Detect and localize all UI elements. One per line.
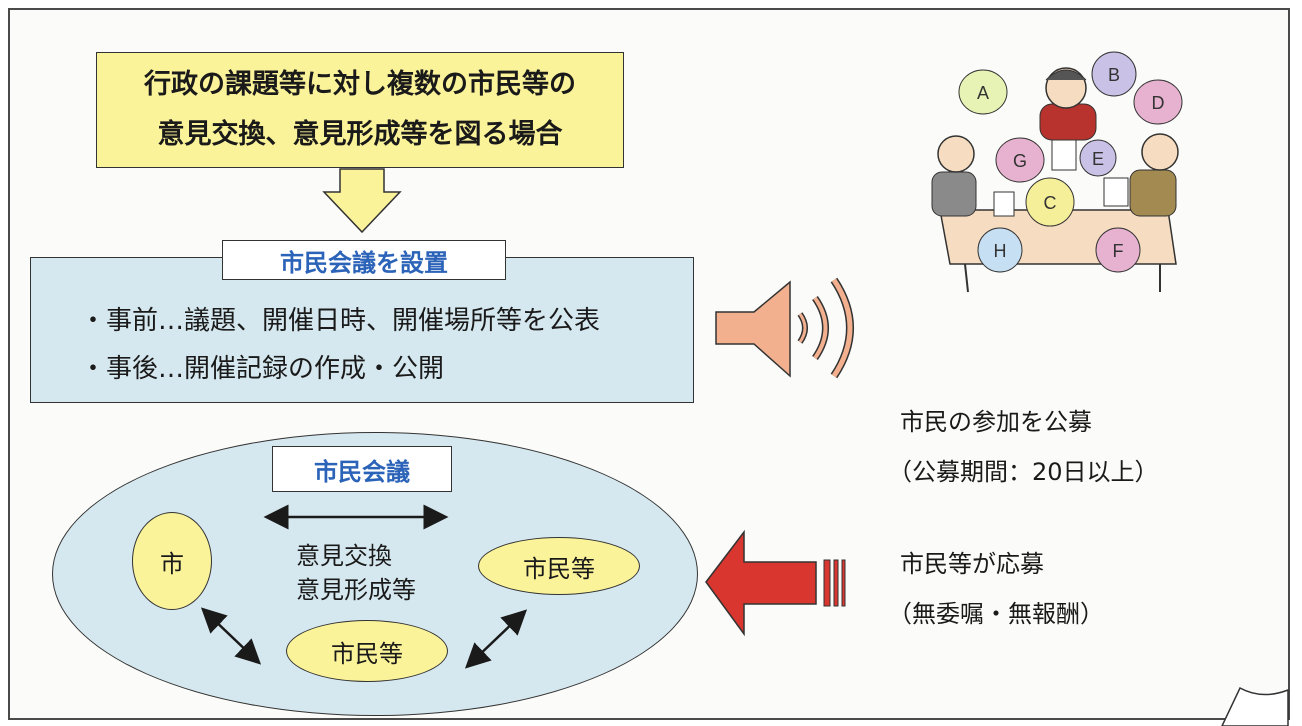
svg-text:D: D [1152,93,1165,113]
speech-bubble-g: G [995,137,1045,183]
speech-bubble-h: H [977,227,1023,273]
citizens-oval-bottom: 市民等 [286,620,448,682]
city-oval: 市 [132,512,212,610]
setup-bullet-before: ・事前…議題、開催日時、開催場所等を公表 [80,306,601,336]
setup-title: 市民会議を設置 [222,240,506,280]
city-label: 市 [160,549,184,578]
svg-text:B: B [1108,65,1120,85]
down-arrow [322,168,402,234]
condition-line-1: 行政の課題等に対し複数の市民等の [144,69,576,100]
citizens-bottom-label: 市民等 [331,639,403,668]
recruit-text: 市民の参加を公募 [900,408,1092,436]
speech-bubble-b: B [1091,51,1137,97]
meeting-title: 市民会議 [272,446,452,492]
svg-text:E: E [1092,149,1104,169]
speech-bubble-f: F [1095,227,1141,273]
recruit-period-text: （公募期間：20日以上） [888,458,1159,486]
condition-box: 行政の課題等に対し複数の市民等の 意見交換、意見形成等を図る場合 [96,52,624,168]
speech-bubble-a: A [958,69,1008,115]
condition-line-2: 意見交換、意見形成等を図る場合 [157,119,563,150]
svg-text:G: G [1013,151,1027,171]
exchange-arrow-right [464,609,528,669]
exchange-arrow-left [200,607,262,665]
apply-text: 市民等が応募 [900,550,1044,578]
citizens-right-label: 市民等 [523,554,595,583]
speech-bubble-c: C [1025,177,1075,227]
setup-box [30,257,694,403]
speech-bubble-e: E [1079,139,1117,177]
svg-text:H: H [994,241,1007,261]
exchange-text-2: 意見形成等 [296,576,416,604]
svg-text:C: C [1044,193,1057,213]
exchange-text-1: 意見交換 [296,542,392,570]
setup-bullet-after: ・事後…開催記録の作成・公開 [80,354,445,384]
svg-text:F: F [1113,241,1124,261]
apply-condition-text: （無委嘱・無報酬） [888,600,1104,628]
svg-text:A: A [977,83,989,103]
speech-bubble-d: D [1133,79,1183,125]
citizens-oval-right: 市民等 [478,537,640,595]
